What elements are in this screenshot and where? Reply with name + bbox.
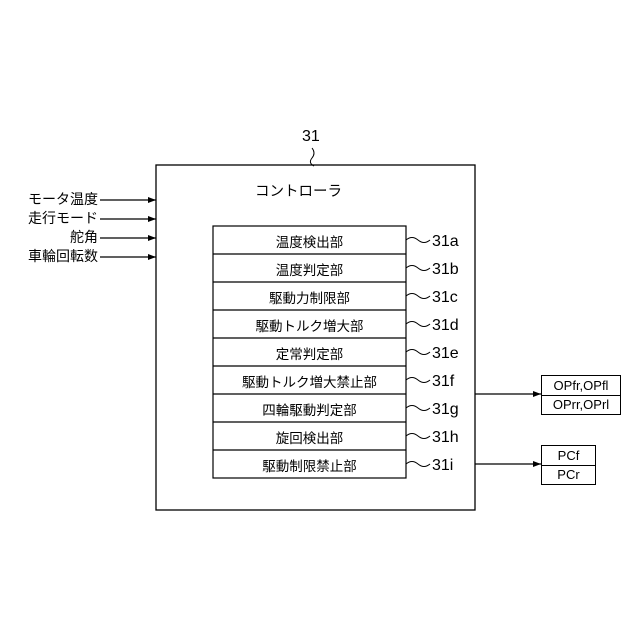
ref-leader-line (406, 378, 430, 383)
unit-ref-31h: 31h (432, 429, 459, 447)
unit-drive-torque-increase: 駆動トルク増大部 (213, 311, 406, 338)
input-label-drive-mode: 走行モード (0, 211, 98, 227)
unit-ref-31g: 31g (432, 401, 459, 419)
unit-temperature-judgment: 温度判定部 (213, 255, 406, 282)
ref-leader-line (406, 462, 430, 467)
output-pc-front: PCf (542, 446, 595, 465)
ref-leader-line (406, 294, 430, 299)
controller-title: コントローラ (255, 184, 342, 200)
unit-temperature-detection: 温度検出部 (213, 227, 406, 254)
unit-ref-31a: 31a (432, 233, 459, 251)
input-label-steering-angle: 舵角 (0, 230, 98, 246)
unit-steady-state-judgment: 定常判定部 (213, 339, 406, 366)
ref-leader-line (406, 350, 430, 355)
unit-driving-force-limit: 駆動力制限部 (213, 283, 406, 310)
unit-turning-detection: 旋回検出部 (213, 423, 406, 450)
input-label-wheel-speed: 車輪回転数 (0, 249, 98, 265)
ref-leaders (406, 238, 430, 467)
unit-ref-31i: 31i (432, 457, 453, 475)
ref-leader-line (406, 406, 430, 411)
output-pc-rear: PCr (542, 465, 595, 485)
unit-ref-31b: 31b (432, 261, 459, 279)
input-label-motor-temp: モータ温度 (0, 192, 98, 208)
output-pc-box: PCf PCr (541, 445, 596, 485)
output-op-rear: OPrr,OPrl (542, 395, 620, 415)
unit-ref-31d: 31d (432, 317, 459, 335)
unit-ref-31e: 31e (432, 345, 459, 363)
output-op-box: OPfr,OPfl OPrr,OPrl (541, 375, 621, 415)
unit-drive-limit-prohibition: 駆動制限禁止部 (213, 451, 406, 478)
controller-ref-leader (310, 148, 314, 166)
ref-leader-line (406, 238, 430, 243)
ref-leader-line (406, 434, 430, 439)
controller-ref: 31 (302, 128, 320, 146)
output-op-front: OPfr,OPfl (542, 376, 620, 395)
unit-ref-31f: 31f (432, 373, 454, 391)
unit-four-wheel-drive-judgment: 四輪駆動判定部 (213, 395, 406, 422)
unit-ref-31c: 31c (432, 289, 458, 307)
ref-leader-line (406, 266, 430, 271)
unit-torque-increase-prohibition: 駆動トルク増大禁止部 (213, 367, 406, 394)
ref-leader-line (406, 322, 430, 327)
